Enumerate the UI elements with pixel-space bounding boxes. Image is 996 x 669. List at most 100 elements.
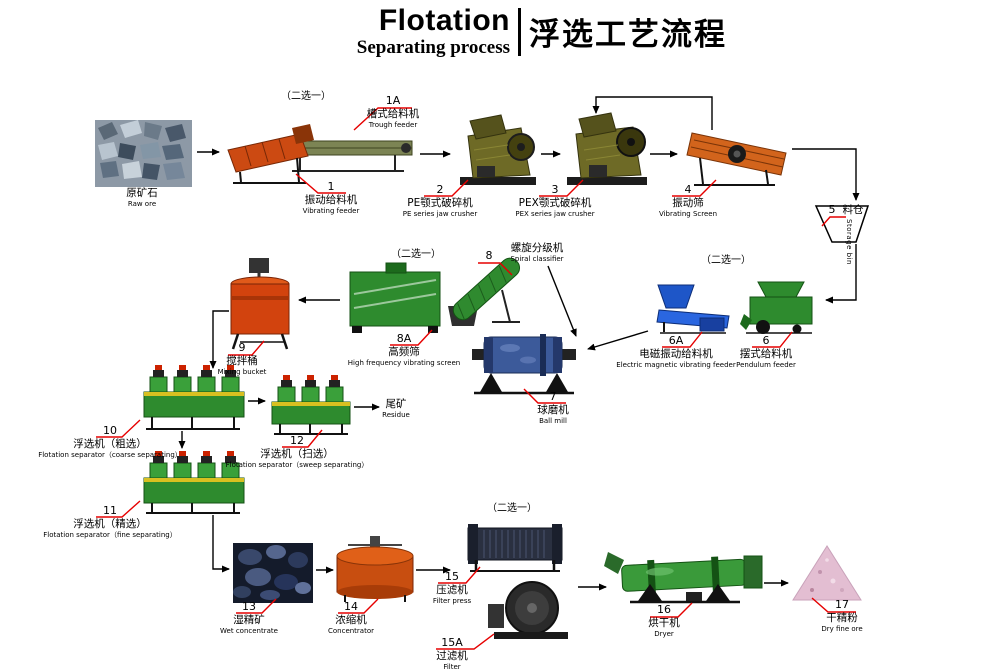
ball-mill-en: Ball mill: [539, 417, 567, 425]
filter-press-zh: 压滤机: [436, 584, 468, 596]
flotation-sweep-en: Flotation separator（sweep separating）: [225, 461, 369, 469]
residue-zh: 尾矿: [385, 398, 407, 410]
wet-concentrate-zh: 湿精矿: [233, 614, 265, 626]
hf-screen-zh: 高频筛: [388, 346, 420, 358]
wet-concentrate-num: 13: [241, 600, 256, 613]
label-raw-ore: 原矿石 Raw ore: [126, 187, 158, 209]
flotation-sweep-num: 12: [289, 434, 304, 447]
pe-jaw-crusher-num: 2: [436, 183, 444, 196]
choose-one-note-filters: （二选一）: [487, 503, 537, 514]
concentrator-num: 14: [344, 600, 358, 613]
trough-feeder-num: 1A: [385, 94, 401, 107]
label-pendulum-feeder: 6 摆式给料机 Pendulum feeder: [736, 335, 796, 369]
label-mixing-bucket: 9 搅拌桶 Mixing bucket: [218, 342, 267, 376]
pe-jaw-crusher-graphic: [460, 114, 536, 185]
filter-press-graphic: [467, 524, 563, 572]
label-spiral-classifier-num: 8: [486, 250, 493, 264]
pex-jaw-crusher-en: PEX series jaw crusher: [515, 210, 595, 218]
label-storage-bin-en: Storage bin: [845, 219, 853, 265]
ball-mill-graphic: [472, 334, 576, 395]
spiral-classifier-zh: 螺旋分级机: [510, 242, 564, 254]
label-flotation-sweep: 12 浮选机（扫选） Flotation separator（sweep sep…: [226, 435, 369, 469]
hf-screen-num: 8A: [396, 332, 412, 345]
choose-one-note-bin-feeders: （二选一）: [701, 255, 751, 266]
wet-concentrate-en: Wet concentrate: [220, 627, 278, 635]
label-filter: 15A 过滤机 Filter: [436, 637, 468, 669]
filter-zh: 过滤机: [436, 650, 468, 662]
label-flotation-coarse: 10 浮选机（粗选） Flotation separator（coarse se…: [38, 425, 182, 459]
flotation-coarse-graphic: [143, 365, 245, 430]
vibrating-feeder-zh: 振动给料机: [304, 194, 358, 206]
raw-ore-photo: [95, 120, 192, 187]
vibrating-feeder-num: 1: [327, 180, 335, 193]
flotation-sweep-graphic: [271, 375, 351, 435]
choose-one-note-classifier: （二选一）: [391, 249, 441, 260]
concentrator-zh: 浓缩机: [335, 614, 367, 626]
mixing-bucket-num: 9: [238, 341, 246, 354]
label-trough-feeder: 1A 槽式给料机 Trough feeder: [367, 95, 420, 129]
flotation-sweep-zh: 浮选机（扫选）: [260, 448, 334, 460]
label-ball-mill: 7 球磨机 Ball mill: [537, 391, 569, 425]
concentrator-en: Concentrator: [327, 627, 375, 635]
label-pe-jaw-crusher: 2 PE颚式破碎机 PE series jaw crusher: [403, 184, 477, 218]
hf-screen-en: High frequency vibrating screen: [347, 359, 461, 367]
filter-press-en: Filter press: [432, 597, 472, 605]
dry-fine-ore-num: 17: [834, 598, 849, 611]
wet-concentrate-photo: [233, 543, 313, 603]
flow-arrows: [178, 96, 860, 591]
storage-bin-en: Storage bin: [845, 219, 853, 265]
ball-mill-zh: 球磨机: [537, 404, 569, 416]
concentrator-graphic: [336, 536, 414, 602]
pendulum-feeder-en: Pendulum feeder: [736, 361, 796, 369]
pendulum-feeder-graphic: [740, 281, 813, 334]
label-dryer: 16 烘干机 Dryer: [648, 604, 680, 638]
raw-ore-en: Raw ore: [127, 200, 157, 208]
dryer-num: 16: [657, 603, 671, 616]
vibrating-screen-en: Vibrating Screen: [658, 210, 718, 218]
flotation-fine-graphic: [143, 451, 245, 514]
dry-fine-ore-zh: 干精粉: [826, 612, 858, 624]
title-english-sub: Separating process: [356, 37, 510, 58]
vibrating-screen-graphic: [686, 132, 787, 186]
callout-lines: [96, 107, 856, 650]
flotation-coarse-zh: 浮选机（粗选）: [73, 438, 147, 450]
label-filter-press: 15 压滤机 Filter press: [433, 571, 471, 605]
label-pex-jaw-crusher: 3 PEX颚式破碎机 PEX series jaw crusher: [515, 184, 594, 218]
label-storage-bin-num: 5: [829, 204, 836, 218]
storage-bin-num: 5: [828, 203, 836, 216]
page-title: Flotation Separating process 浮选工艺流程: [305, 6, 727, 58]
ball-mill-num: 7: [549, 390, 557, 403]
pendulum-feeder-num: 6: [762, 334, 770, 347]
storage-bin-zh: 料仓: [842, 204, 864, 216]
mixing-bucket-graphic: [230, 258, 290, 350]
residue-en: Residue: [382, 411, 410, 419]
dryer-zh: 烘干机: [648, 617, 680, 629]
filter-en: Filter: [443, 663, 461, 669]
label-concentrator: 14 浓缩机 Concentrator: [328, 601, 374, 635]
flotation-coarse-num: 10: [103, 424, 117, 437]
flotation-fine-num: 11: [102, 504, 117, 517]
vibrating-feeder-en: Vibrating feeder: [302, 207, 360, 215]
vibrating-feeder-graphic: [227, 124, 314, 184]
raw-ore-zh: 原矿石: [126, 187, 158, 199]
label-flotation-fine: 11 浮选机（精选） Flotation separator（fine sepa…: [43, 505, 176, 539]
mixing-bucket-zh: 搅拌桶: [226, 355, 258, 367]
pe-jaw-crusher-en: PE series jaw crusher: [402, 210, 478, 218]
label-dry-fine-ore: 17 干精粉 Dry fine ore: [821, 599, 862, 633]
hf-screen-graphic: [349, 262, 441, 333]
dry-fine-ore-en: Dry fine ore: [821, 625, 863, 633]
trough-feeder-zh: 槽式给料机: [366, 108, 420, 120]
spiral-classifier-en: Spiral classifier: [510, 255, 564, 263]
label-em-vibrating-feeder: 6A 电磁振动给料机 Electric magnetic vibrating f…: [616, 335, 735, 369]
title-divider: [518, 7, 521, 56]
pex-jaw-crusher-zh: PEX颚式破碎机: [518, 197, 592, 209]
em-vibrating-feeder-graphic: [656, 284, 730, 334]
label-hf-screen: 8A 高频筛 High frequency vibrating screen: [348, 333, 460, 367]
pex-jaw-crusher-graphic: [567, 112, 647, 185]
em-vibrating-feeder-en: Electric magnetic vibrating feeder: [616, 361, 736, 369]
vibrating-screen-zh: 振动筛: [672, 197, 704, 209]
em-vibrating-feeder-num: 6A: [668, 334, 684, 347]
title-chinese: 浮选工艺流程: [529, 17, 727, 52]
